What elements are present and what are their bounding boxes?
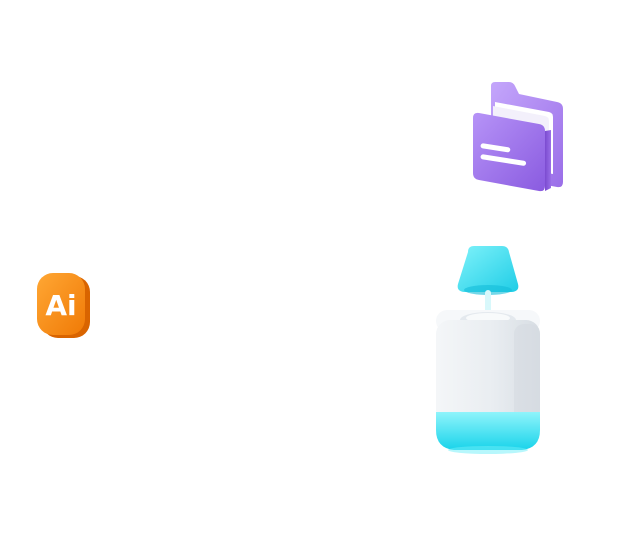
lamp-icon [436,246,540,454]
adobe-illustrator-icon: Ai [37,273,90,338]
ai-badge-label: Ai [45,289,76,322]
folder-icon [473,82,563,192]
